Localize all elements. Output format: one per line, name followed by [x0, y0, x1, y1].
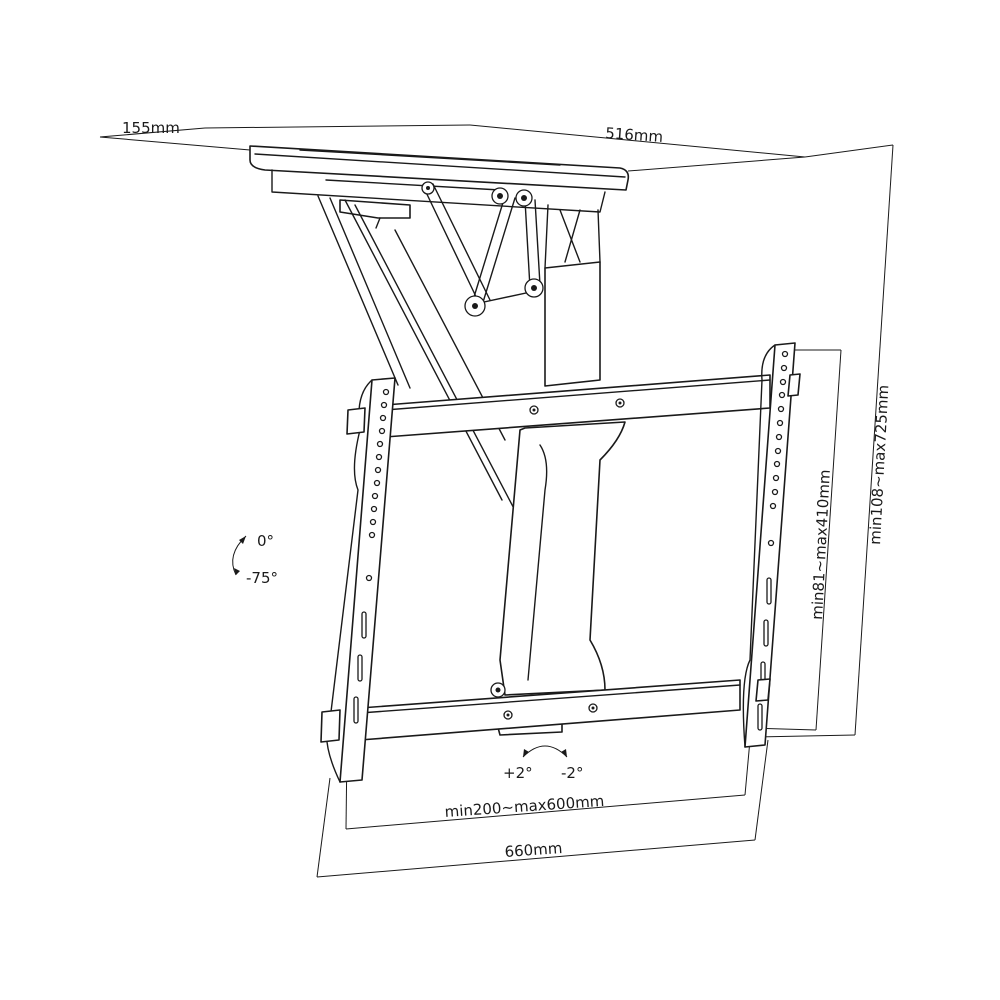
right-rail-holes — [757, 350, 789, 731]
swivel-right-label: -2° — [561, 764, 583, 782]
swivel-left-label: +2° — [503, 764, 533, 782]
plate-width-label: 516mm — [605, 124, 664, 146]
center-bracket — [490, 421, 626, 736]
vesa-vertical-label: min81~max410mm — [808, 469, 834, 620]
vesa-horizontal-label: min200~max600mm — [444, 792, 605, 821]
overall-width-label: 660mm — [504, 839, 563, 861]
left-rail-holes — [353, 388, 390, 724]
ceiling-plate — [249, 145, 630, 229]
tilt-bottom-label: -75° — [246, 569, 278, 587]
vesa-plate — [320, 342, 801, 783]
tilt-arrow-icon — [232, 535, 247, 576]
swivel-arrow-icon — [522, 745, 568, 758]
drop-height-label: min108~max725mm — [866, 384, 892, 545]
plate-depth-label: 155mm — [122, 119, 180, 137]
tilt-top-label: 0° — [257, 532, 274, 550]
